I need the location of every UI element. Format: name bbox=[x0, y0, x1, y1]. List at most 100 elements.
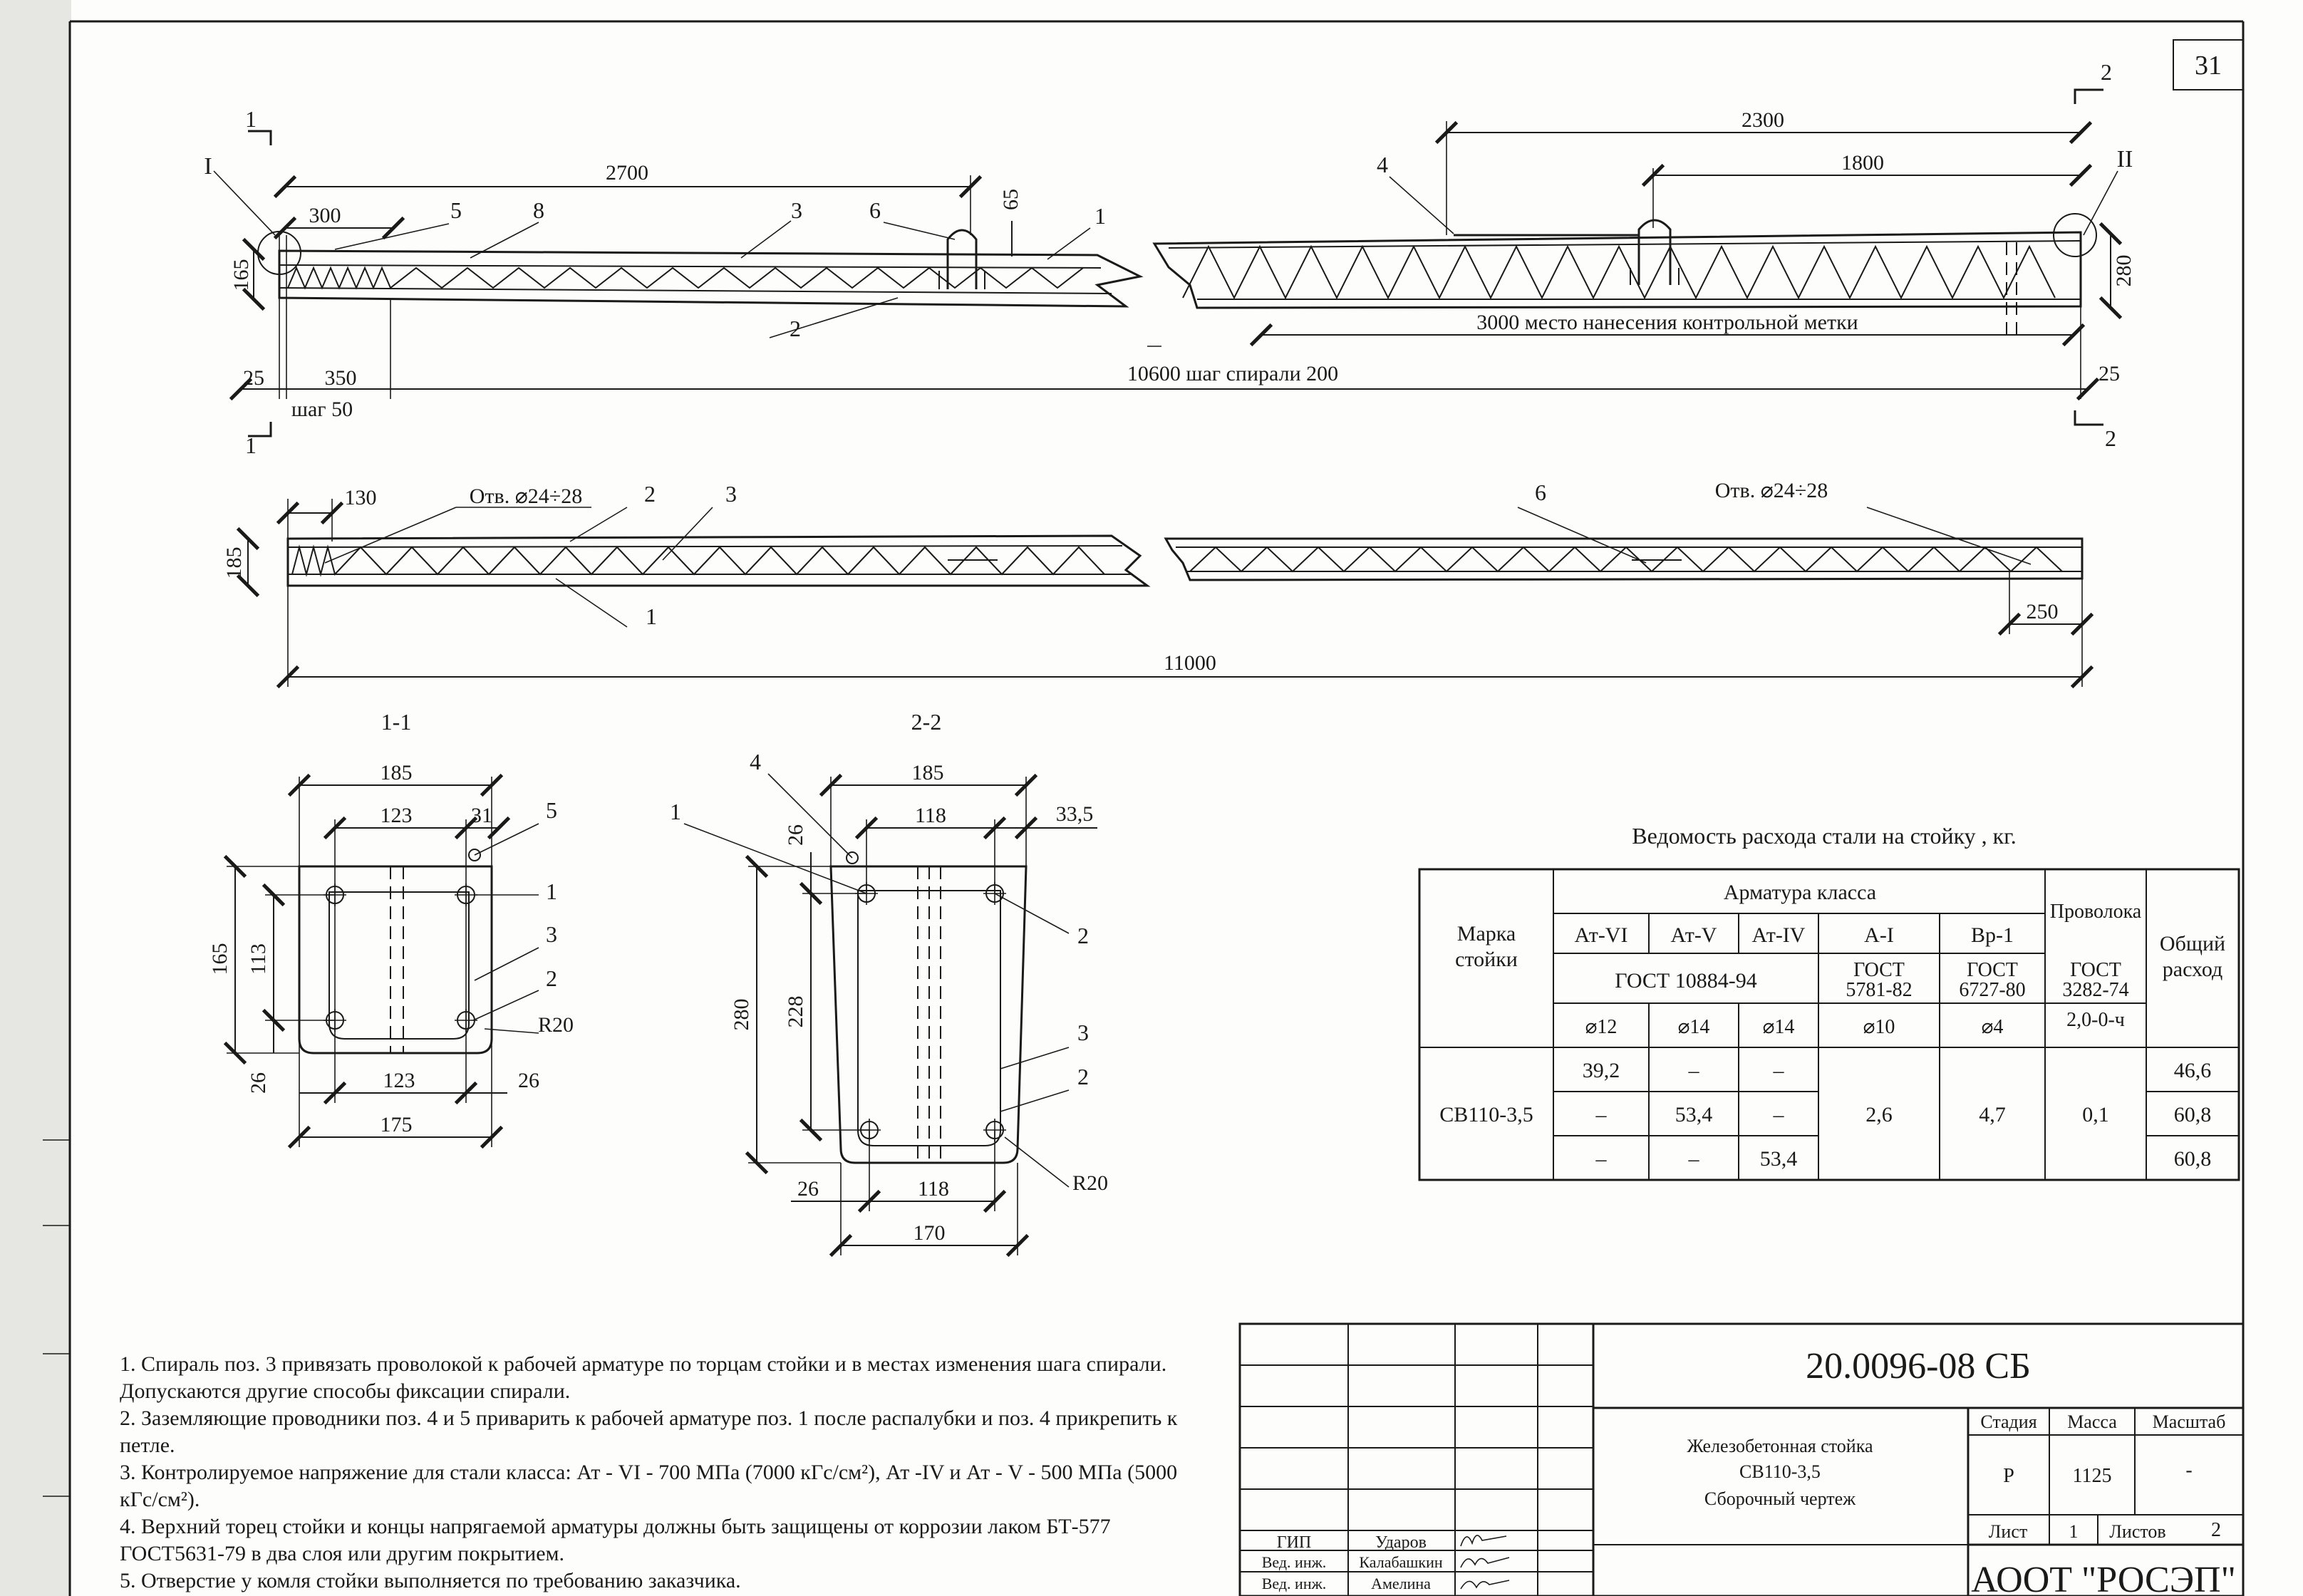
pos-6: 6 bbox=[1535, 480, 1546, 505]
class-a-i: А-I bbox=[1864, 923, 1894, 947]
class-at-iv: Ат-IV bbox=[1752, 923, 1806, 947]
wire-spec: 2,0-0-ч bbox=[2066, 1009, 2125, 1031]
dim-26: 26 bbox=[247, 1072, 270, 1094]
class-at-vi: Ат-VI bbox=[1575, 923, 1628, 947]
pos-2: 2 bbox=[790, 316, 801, 341]
pos-1: 1 bbox=[670, 799, 681, 824]
total: 60,8 bbox=[2174, 1103, 2212, 1126]
pos-1: 1 bbox=[646, 603, 657, 629]
dim-170: 170 bbox=[914, 1221, 946, 1245]
dim-165: 165 bbox=[229, 259, 253, 291]
wire-value: 0,1 bbox=[2082, 1103, 2109, 1126]
role: Вед. инж. bbox=[1262, 1553, 1327, 1571]
role: ГИП bbox=[1277, 1533, 1312, 1552]
pos-2: 2 bbox=[644, 481, 656, 507]
section-mark-2-bottom: 2 bbox=[2105, 425, 2116, 451]
scale-value: - bbox=[2185, 1459, 2192, 1481]
cell: – bbox=[1688, 1147, 1700, 1171]
section-mark-2-top: 2 bbox=[2101, 59, 2112, 85]
sheets-label: Листов bbox=[2109, 1521, 2165, 1542]
dim-123-bottom: 123 bbox=[383, 1069, 415, 1092]
steel-consumption-table: Ведомость расхода стали на стойку , кг. … bbox=[1418, 823, 2240, 1181]
dim-2300: 2300 bbox=[1742, 108, 1784, 132]
note-5: 5. Отверстие у комля стойки выполняется … bbox=[120, 1569, 741, 1592]
cell: – bbox=[1595, 1147, 1608, 1171]
total: 46,6 bbox=[2174, 1059, 2212, 1082]
header-rebar-class: Арматура класса bbox=[1724, 881, 1876, 904]
dim-123-top: 123 bbox=[381, 804, 413, 827]
pos-1: 1 bbox=[1094, 203, 1106, 229]
cell: – bbox=[1773, 1103, 1785, 1126]
sheet-value: 1 bbox=[2069, 1521, 2079, 1542]
total: 60,8 bbox=[2174, 1147, 2212, 1171]
dim-26-right: 26 bbox=[518, 1069, 539, 1092]
section-1-1-title: 1-1 bbox=[381, 709, 412, 735]
person-name: Ударов bbox=[1375, 1533, 1427, 1552]
dim-11000: 11000 bbox=[1164, 651, 1216, 675]
person-name: Калабашкин bbox=[1359, 1553, 1442, 1571]
pos-6: 6 bbox=[869, 197, 881, 223]
table-caption: Ведомость расхода стали на стойку , кг. bbox=[1632, 823, 2016, 849]
radius-R20: R20 bbox=[1072, 1171, 1108, 1195]
section-1-1: 1-1 185 123 31 bbox=[208, 709, 574, 1149]
title-block: 20.0096-08 СБ Железобетонная стойка СВ11… bbox=[1238, 1322, 2245, 1596]
note-3: 3. Контролируемое напряжение для стали к… bbox=[120, 1461, 1178, 1511]
pos-1: 1 bbox=[546, 879, 557, 904]
cell: 53,4 bbox=[1760, 1147, 1798, 1171]
dim-26-top: 26 bbox=[784, 824, 807, 846]
note-1: 1. Спираль поз. 3 привязать проволокой к… bbox=[120, 1352, 1167, 1403]
product-mark: СВ110-3,5 bbox=[1739, 1461, 1821, 1482]
cell: – bbox=[1688, 1059, 1700, 1082]
cell: – bbox=[1773, 1059, 1785, 1082]
cell: – bbox=[1595, 1103, 1608, 1126]
diameter: ⌀4 bbox=[1982, 1016, 2004, 1038]
stage-value: Р bbox=[2003, 1465, 2014, 1487]
section-2-2: 2-2 bbox=[670, 709, 1108, 1258]
dim-185: 185 bbox=[912, 761, 944, 784]
mark-value: СВ110-3,5 bbox=[1439, 1103, 1533, 1126]
note-2: 2. Заземляющие проводники поз. 4 и 5 при… bbox=[120, 1406, 1178, 1457]
dim-250: 250 bbox=[2027, 600, 2059, 623]
person-name: Амелина bbox=[1371, 1575, 1431, 1592]
role: Вед. инж. bbox=[1262, 1575, 1327, 1592]
cell: 39,2 bbox=[1583, 1059, 1620, 1082]
signature bbox=[1460, 1557, 1510, 1568]
dim-130: 130 bbox=[345, 486, 377, 509]
callout-II: II bbox=[2117, 146, 2133, 172]
pos-2: 2 bbox=[1077, 1064, 1089, 1089]
pos-4: 4 bbox=[1377, 152, 1388, 177]
dim-31: 31 bbox=[471, 804, 492, 827]
sheet-frame: 31 bbox=[0, 0, 2245, 1596]
sheet-label: Лист bbox=[1989, 1521, 2027, 1542]
document-code: 20.0096-08 СБ bbox=[1806, 1346, 2031, 1387]
signature bbox=[1460, 1535, 1507, 1547]
dim-165: 165 bbox=[208, 943, 232, 975]
diameter: ⌀14 bbox=[1678, 1016, 1710, 1038]
sheet-number: 31 bbox=[2195, 51, 2222, 81]
dim-1800: 1800 bbox=[1841, 151, 1884, 175]
diameter: ⌀14 bbox=[1763, 1016, 1795, 1038]
sheets-value: 2 bbox=[2211, 1519, 2221, 1541]
mass-value: 1125 bbox=[2073, 1465, 2112, 1487]
signature bbox=[1460, 1580, 1510, 1590]
pos-3: 3 bbox=[791, 197, 802, 223]
dim-25-left: 25 bbox=[243, 366, 264, 390]
dim-280: 280 bbox=[2112, 255, 2136, 287]
dim-3000-control-mark: 3000 место нанесения контрольной метки bbox=[1476, 311, 1858, 334]
general-notes: 1. Спираль поз. 3 привязать проволокой к… bbox=[120, 1351, 1203, 1595]
header-scale: Масштаб bbox=[2153, 1411, 2226, 1432]
product-name: Железобетонная стойка bbox=[1687, 1436, 1873, 1456]
dim-step-50: шаг 50 bbox=[291, 398, 353, 421]
dim-2700: 2700 bbox=[606, 161, 648, 185]
pos-2: 2 bbox=[1077, 923, 1089, 948]
pos-3: 3 bbox=[1077, 1020, 1089, 1045]
dim-228: 228 bbox=[784, 996, 807, 1028]
hole-label-left: Отв. ⌀24÷28 bbox=[470, 484, 582, 508]
dim-185: 185 bbox=[222, 547, 246, 579]
elevation-bottom: 130 185 250 11000 Отв. ⌀24÷28 Отв. ⌀24÷2… bbox=[222, 479, 2094, 689]
header-wire: Проволока bbox=[2050, 901, 2142, 923]
cell: 53,4 bbox=[1675, 1103, 1713, 1126]
